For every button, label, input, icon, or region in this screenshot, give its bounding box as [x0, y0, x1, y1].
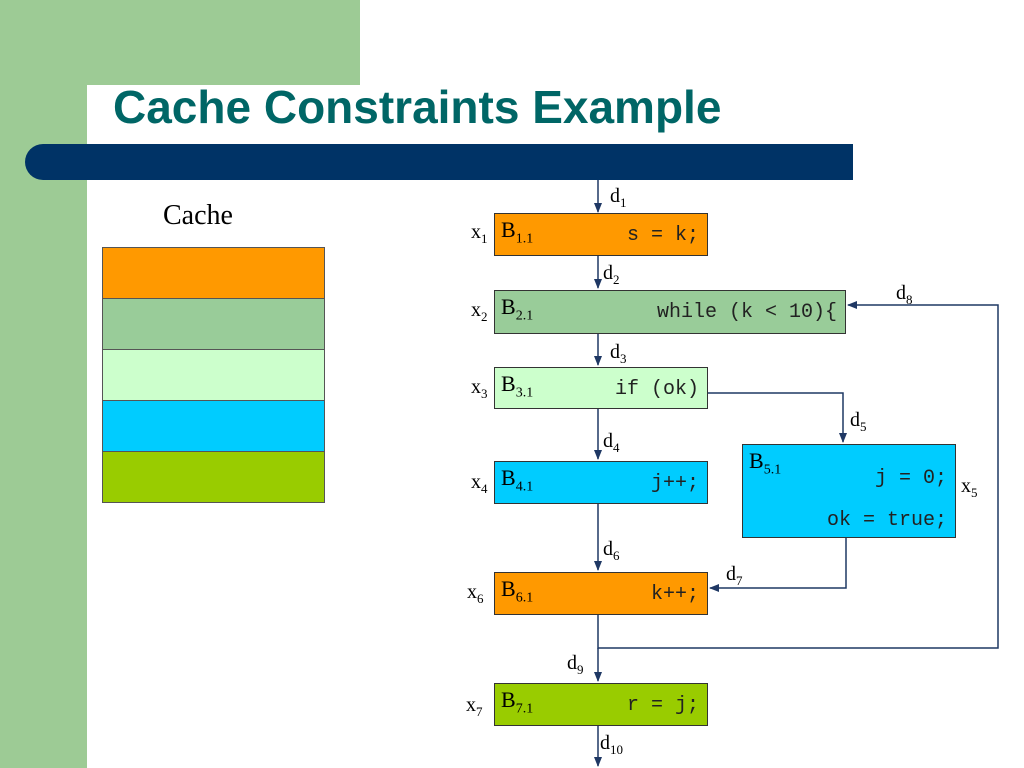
d-label-10: d10	[600, 732, 623, 757]
d-label-1: d1	[610, 185, 627, 210]
top-green-band	[87, 0, 360, 85]
d-label-3: d3	[610, 341, 627, 366]
d-label-5: d5	[850, 409, 867, 434]
title-underline-bar	[25, 144, 853, 180]
block-1-1: B1.1 s = k;	[494, 213, 708, 256]
block-code: j++;	[650, 472, 699, 495]
block-name: B5.1	[749, 448, 782, 478]
x-label-6: x6	[467, 581, 484, 606]
block-name: B6.1	[501, 576, 534, 606]
block-code: while (k < 10){	[656, 301, 837, 324]
x-label-7: x7	[466, 694, 483, 719]
block-code: s = k;	[626, 224, 699, 247]
block-code: r = j;	[626, 694, 699, 717]
cache-line	[102, 451, 325, 503]
block-name: B2.1	[501, 294, 534, 324]
block-5-1: B5.1 j = 0; ok = true;	[742, 444, 956, 538]
edge-d8	[597, 301, 999, 649]
x-label-1: x1	[471, 221, 488, 246]
block-name: B3.1	[501, 371, 534, 401]
block-name: B1.1	[501, 217, 534, 247]
page-title: Cache Constraints Example	[113, 81, 722, 133]
block-6-1: B6.1 k++;	[494, 572, 708, 615]
x-label-2: x2	[471, 299, 488, 324]
d-label-2: d2	[603, 262, 620, 287]
left-green-band	[0, 0, 87, 768]
x-label-4: x4	[471, 471, 488, 496]
cache-label: Cache	[163, 200, 233, 231]
block-code: if (ok)	[614, 378, 699, 401]
block-2-1: B2.1 while (k < 10){	[494, 290, 846, 334]
d-label-4: d4	[603, 430, 620, 455]
block-3-1: B3.1 if (ok)	[494, 367, 708, 409]
d-label-9: d9	[567, 652, 584, 677]
x-label-5: x5	[961, 475, 978, 500]
edge-d5	[708, 392, 847, 443]
d-label-6: d6	[603, 538, 620, 563]
block-7-1: B7.1 r = j;	[494, 683, 708, 726]
block-name: B4.1	[501, 465, 534, 495]
block-code: k++;	[650, 583, 699, 606]
edge-d7	[709, 538, 847, 592]
d-label-8: d8	[896, 282, 913, 307]
block-4-1: B4.1 j++;	[494, 461, 708, 504]
block-code-line-2: ok = true;	[826, 509, 947, 532]
block-code: j = 0;	[874, 467, 947, 490]
block-name: B7.1	[501, 687, 534, 717]
d-label-7: d7	[726, 563, 743, 588]
x-label-3: x3	[471, 376, 488, 401]
